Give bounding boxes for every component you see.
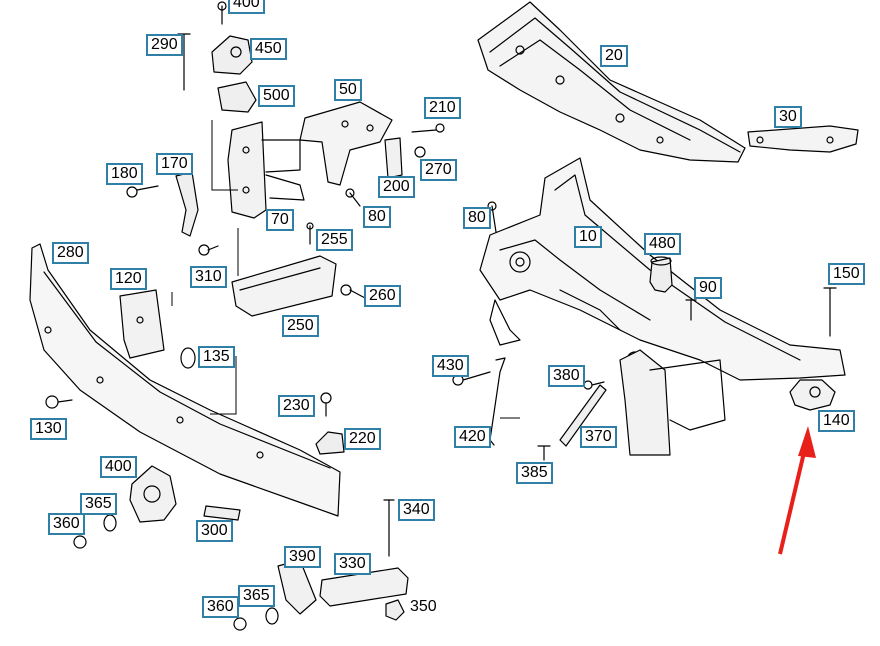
callout-130: 130 (30, 418, 67, 440)
bolt-90-part (685, 299, 697, 321)
callout-400: 400 (100, 456, 137, 478)
callout-365-b: 365 (238, 585, 275, 607)
callout-380: 380 (548, 365, 585, 387)
washer-365-part (103, 514, 279, 625)
callout-340: 340 (398, 499, 435, 521)
callout-250: 250 (282, 315, 319, 337)
bolt-340-part (383, 499, 395, 557)
plate-300-part (203, 505, 241, 521)
callout-80-b: 80 (463, 207, 491, 229)
mount-bracket-part (789, 379, 836, 411)
bolt-230-part (320, 392, 332, 417)
callout-90: 90 (694, 277, 722, 299)
callout-30: 30 (774, 106, 802, 128)
bracket-400-part (129, 465, 177, 523)
callout-370: 370 (580, 426, 617, 448)
label-350: 350 (410, 598, 437, 615)
bolt-360-part (73, 535, 247, 631)
callout-480: 480 (644, 233, 681, 255)
callout-360-a: 360 (48, 513, 85, 535)
bumper-beam-part (29, 243, 341, 517)
callout-230: 230 (278, 395, 315, 417)
bracket-500-part (217, 81, 257, 113)
callout-500: 500 (258, 85, 295, 107)
callout-360-b: 360 (202, 596, 239, 618)
callout-210: 210 (424, 97, 461, 119)
callout-140: 140 (818, 410, 855, 432)
bracket-200-part (384, 137, 403, 179)
callout-270: 270 (420, 159, 457, 181)
bracket-50-part (299, 101, 393, 186)
callout-330: 330 (334, 553, 371, 575)
callout-135: 135 (198, 346, 235, 368)
bolt-385-part (537, 445, 551, 461)
callout-280: 280 (52, 242, 89, 264)
bolt-130-part (45, 395, 73, 409)
callout-290: 290 (146, 34, 183, 56)
bolt-310-part (198, 244, 219, 256)
bracket-70-part (227, 121, 305, 219)
callout-20: 20 (600, 45, 628, 67)
bracket-220-part (315, 431, 345, 455)
callout-385: 385 (516, 462, 553, 484)
bolt-210-part (411, 123, 445, 133)
bolt-400-top-part (217, 1, 227, 25)
callout-10: 10 (574, 226, 602, 248)
callout-365-a: 365 (80, 493, 117, 515)
callout-255: 255 (316, 229, 353, 251)
callout-150: 150 (828, 263, 865, 285)
grommet-350-part (385, 599, 405, 621)
callout-200: 200 (378, 176, 415, 198)
red-arrow-indicator (778, 426, 816, 555)
callout-420: 420 (454, 426, 491, 448)
callout-120: 120 (110, 268, 147, 290)
bracket-390-part (277, 559, 317, 615)
bracket-450-part (211, 35, 253, 75)
callout-260: 260 (364, 285, 401, 307)
callout-300: 300 (196, 520, 233, 542)
bolt-180-part (126, 185, 159, 198)
upper-cross-member-part (477, 1, 746, 163)
callout-390: 390 (284, 546, 321, 568)
bolt-260-part (340, 284, 366, 299)
callout-220: 220 (344, 428, 381, 450)
crash-box-part (231, 255, 337, 317)
block-330-part (319, 567, 409, 607)
buffer-part (649, 256, 673, 293)
callout-80-a: 80 (363, 206, 391, 228)
bolt-150-part (823, 287, 837, 337)
callout-310: 310 (190, 266, 227, 288)
front-carrier-frame-part (479, 157, 846, 456)
callout-70: 70 (266, 209, 294, 231)
bracket-170-part (175, 171, 199, 237)
callout-450: 450 (250, 38, 287, 60)
callout-50: 50 (334, 79, 362, 101)
bracket-120-part (119, 289, 165, 359)
callout-170: 170 (156, 153, 193, 175)
leader-lines (171, 120, 520, 419)
side-bracket-part (747, 125, 859, 153)
bolt-80-part (345, 188, 497, 233)
grommet-135-part (180, 347, 196, 369)
callout-430: 430 (432, 355, 469, 377)
nut-270-part (414, 146, 426, 158)
callout-180: 180 (106, 163, 143, 185)
callout-400-top: 400 (228, 0, 265, 14)
bolt-255-part (306, 222, 314, 245)
strut-part (559, 384, 607, 447)
